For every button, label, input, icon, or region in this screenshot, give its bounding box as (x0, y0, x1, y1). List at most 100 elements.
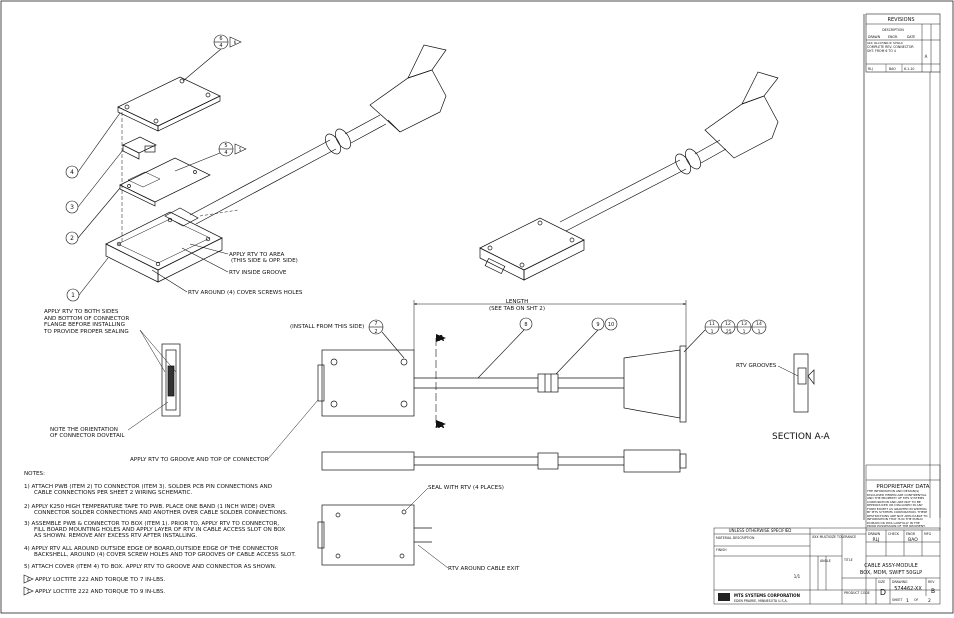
proprietary-text-box: THE INFORMATION AND DESIGN(S) DISCLOSED … (867, 490, 928, 528)
revisions-block: REVISIONS DESCRIPTION DRAWN ENGR. DATE S… (865, 13, 941, 518)
callout-10: 10 (608, 322, 614, 328)
company-address: EDEN PRAIRIE, MINNESOTA U.S.A. (734, 599, 788, 603)
sheet-label: SHEET (892, 598, 902, 602)
note-2b: CONNECTOR SOLDER CONNECTIONS AND ANOTHER… (34, 510, 288, 516)
flag-5-icon (23, 586, 34, 596)
company-logo (718, 593, 730, 601)
side-view-callouts (368, 317, 767, 379)
label-rtv-sides-1: APPLY RTV TO BOTH SIDES (44, 309, 119, 315)
module-box (105, 211, 223, 271)
label-rtv-top: APPLY RTV TO GROOVE AND TOP OF CONNECTOR (130, 457, 269, 463)
label-rtv-sides-4: TO PROVIDE PROPER SEALING (43, 329, 129, 335)
cable-upper-edge (189, 139, 331, 216)
side-view-box (321, 349, 415, 417)
title-line-2: BOX, MDM, SWIFT 50GLP (860, 570, 922, 576)
callout-1: 1 (71, 292, 75, 299)
product-code-label: PRODUCT CODE (844, 591, 870, 595)
callout-9: 9 (596, 322, 599, 328)
revisions-row-text-box: SEE ALTERNATE SPACE COMPLETE REV. CONNEC… (867, 42, 914, 53)
notes-block: NOTES: 1) ATTACH PWB (ITEM 2) TO CONNECT… (23, 471, 296, 596)
label-rtv-groove: RTV INSIDE GROOVE (229, 270, 287, 276)
drawing-label: DRAWING (892, 580, 908, 584)
note-4b: BACKSHELL, AROUND (4) COVER SCREW HOLES … (34, 552, 296, 558)
flag-6-top: 6 (234, 40, 237, 45)
section-title: SECTION A-A (772, 432, 831, 442)
flag-5-top: 5 (239, 147, 242, 152)
revisions-title: REVISIONS (887, 17, 914, 23)
backshell-connector (369, 69, 447, 133)
revisions-row-date: 6-1-10 (904, 67, 914, 71)
tolerance-label: XXX MULTISIZE TOLERANCE (812, 535, 856, 539)
install-note: (INSTALL FROM THIS SIDE) (290, 324, 364, 330)
revisions-row-engr: BAO (889, 67, 896, 71)
callout-2: 2 (70, 235, 74, 242)
cover-screw-2 (179, 78, 185, 84)
angle-label: ANGLE (820, 559, 831, 563)
label-rtv-screws: RTV AROUND (4) COVER SCREWS HOLES (188, 290, 303, 296)
label-rtv-area-sub: (THIS SIDE & OPP. SIDE) (231, 258, 298, 264)
flag-5-number: 5 (27, 589, 30, 594)
callout-13-qty: 1 (743, 329, 746, 335)
length-sub-label: (SEE TAB ON SHT 2) (489, 306, 545, 312)
side-view-backshell (623, 349, 681, 419)
connector-detail (127, 329, 181, 431)
section-marker-bottom: A (438, 421, 445, 430)
revisions-drawn-header: DRAWN (868, 35, 881, 39)
proprietary-title: PROPRIETARY DATA (876, 484, 929, 490)
drawn-value: RLJ (873, 537, 880, 543)
callout-5-qty: 4 (224, 150, 227, 156)
side-view (317, 300, 687, 428)
flag-6-number: 6 (27, 577, 30, 582)
assembled-view (479, 71, 779, 281)
section-marker-top: A (438, 334, 445, 343)
revisions-engr-header: ENGR. (888, 35, 898, 39)
exploded-view (105, 44, 447, 283)
note-6: APPLY LOCTITE 222 AND TORQUE TO 7 IN-LBS… (35, 577, 165, 583)
callout-11-qty: 1 (711, 329, 714, 335)
callout-6: 6 (219, 36, 222, 42)
label-rtv-sides-2: AND BOTTOM OF CONNECTOR (44, 316, 129, 322)
note-3b: FILL BOARD MOUNTING HOLES AND APPLY LAYE… (34, 527, 285, 533)
drawing-number: 574462-XX (894, 586, 922, 592)
callout-13: 13 (741, 321, 747, 327)
cover-plate (117, 76, 221, 127)
sheet-value: 1 (906, 598, 909, 604)
bottom-plan-view (317, 487, 449, 569)
label-rtv-grooves: RTV GROOVES (736, 363, 777, 369)
title-label: TITLE (843, 558, 853, 562)
title-block (713, 464, 941, 605)
label-rtv-sides-3: FLANGE BEFORE INSTALLING (44, 322, 125, 328)
callout-8: 8 (524, 322, 527, 328)
callout-7-qty: 2 (374, 329, 377, 335)
label-dovetail-2: OF CONNECTOR DOVETAIL (50, 433, 125, 439)
engr-label: ENGR (906, 532, 916, 536)
callout-12-qty: .25 (724, 329, 731, 335)
note-1a: 1) ATTACH PWB (ITEM 2) TO CONNECTOR (ITE… (24, 484, 272, 490)
callout-6-qty: 4 (219, 43, 222, 49)
callout-14-qty: 1 (758, 329, 761, 335)
cover-screw-4 (153, 118, 159, 124)
size-value: D (880, 588, 886, 597)
check-label: CHECK (888, 532, 900, 536)
callout-3: 3 (70, 204, 74, 211)
note-1b: CABLE CONNECTIONS PER SHEET 2 WIRING SCH… (34, 490, 192, 496)
note-4a: 4) APPLY RTV ALL AROUND OUTSIDE EDGE OF … (24, 546, 278, 552)
of-label: OF (914, 598, 919, 602)
engr-value: BAO (908, 537, 918, 543)
rev-value: B (931, 588, 935, 595)
callout-7: 7 (374, 321, 377, 327)
unless-otherwise: UNLESS OTHERWISE SPECIFIED (729, 528, 792, 533)
callout-11: 11 (709, 321, 715, 327)
label-rtv-exit: RTV AROUND CABLE EXIT (448, 566, 520, 572)
cable-lower-edge (195, 148, 337, 225)
note-3c: AS SHOWN. REMOVE ANY EXCESS RTV AFTER IN… (34, 533, 197, 539)
note-3a: 3) ASSEMBLE PWB & CONNECTOR TO BOX (ITEM… (24, 521, 279, 527)
dsub-connector (122, 136, 157, 154)
proprietary-text: THE INFORMATION AND DESIGN(S) DISCLOSED … (867, 490, 928, 528)
revisions-row-text: SEE ALTERNATE SPACE COMPLETE REV. CONNEC… (867, 42, 914, 53)
callout-4: 4 (70, 169, 74, 176)
callout-5: 5 (224, 143, 227, 149)
material-label: MATERIAL DESCRIPTION (716, 536, 755, 540)
